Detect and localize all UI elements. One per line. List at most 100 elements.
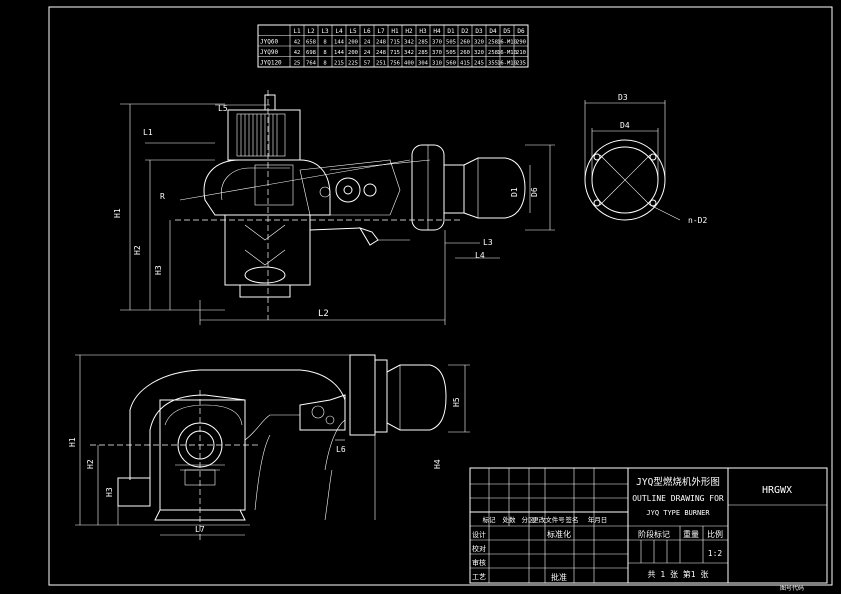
revision-headers: 标记处数分区更改文件号签名年月日 — [483, 515, 608, 524]
param-cell: 342 — [404, 50, 414, 56]
param-model: JYQ90 — [260, 49, 278, 56]
role-label: 设计 — [472, 530, 486, 539]
param-cell: 8 — [323, 40, 326, 46]
param-cell: 24 — [364, 40, 371, 46]
sheet-border — [48, 6, 833, 586]
rev-header: 处数 — [503, 515, 517, 524]
top-dimensions — [120, 103, 555, 325]
param-cell: 715 — [390, 40, 400, 46]
param-cell: 342 — [404, 40, 414, 46]
param-cell: 24 — [364, 50, 371, 56]
param-cell: 560 — [446, 61, 456, 67]
param-cell: 698 — [306, 50, 316, 56]
rev-header: 签名 — [566, 515, 579, 524]
param-cell: 355 — [488, 61, 498, 67]
param-cell: 764 — [306, 61, 317, 67]
dim-L3: L3 — [483, 238, 493, 247]
dim-R: R — [160, 192, 165, 201]
burner-front-view — [90, 354, 447, 540]
param-cell: 210 — [516, 50, 526, 56]
param-model: JYQ60 — [260, 39, 278, 46]
param-header: L6 — [363, 28, 371, 35]
param-cell: 235 — [516, 61, 526, 67]
rev-header: 年月日 — [588, 515, 608, 524]
param-cell: 42 — [294, 50, 301, 56]
param-cell: 16-M10 — [497, 61, 517, 67]
dim-L1: L1 — [143, 128, 153, 137]
dim-bottom-H4: H4 — [433, 459, 442, 469]
dim-L5: L5 — [218, 104, 228, 113]
dim-L4: L4 — [475, 251, 485, 260]
dim-bottom-H5: H5 — [452, 397, 461, 407]
param-header: D4 — [489, 28, 497, 35]
blast-tube — [463, 157, 526, 219]
company-code: HRGWX — [762, 485, 792, 496]
param-cell: 245 — [474, 61, 484, 67]
param-cell: 200 — [348, 40, 358, 46]
role-label: 审核 — [472, 558, 486, 567]
bottom-dim-labels: H1 H2 H3 H4 H5 L6 L7 — [68, 397, 461, 534]
scale-label: 比例 — [707, 529, 723, 539]
dim-D3: D3 — [618, 93, 628, 102]
param-cell: 260 — [460, 40, 470, 46]
param-header: H1 — [391, 28, 399, 35]
param-header: D3 — [475, 28, 483, 35]
front-housing — [159, 399, 246, 511]
param-cell: 144 — [334, 40, 345, 46]
param-header: L5 — [349, 28, 357, 35]
param-cell: 42 — [294, 40, 301, 46]
dim-H2: H2 — [133, 245, 142, 255]
param-cell: 320 — [474, 40, 484, 46]
dim-bottom-H3: H3 — [105, 487, 114, 497]
param-header: L1 — [293, 28, 301, 35]
param-cell: 248 — [376, 50, 386, 56]
valve-wheel — [335, 177, 361, 203]
sheet-count: 共 1 张 第1 张 — [648, 569, 709, 579]
param-cell: 370 — [432, 40, 442, 46]
param-cell: 16-M10 — [497, 40, 517, 46]
dim-bottom-L6: L6 — [336, 445, 346, 454]
param-cell: 57 — [364, 61, 371, 67]
param-cell: 251 — [376, 61, 386, 67]
param-header: H2 — [405, 28, 413, 35]
burner-side-view — [175, 90, 526, 320]
param-header: H4 — [433, 28, 441, 35]
param-cell: 505 — [446, 40, 456, 46]
rev-header: 分区 — [522, 515, 536, 524]
param-cell: 505 — [446, 50, 456, 56]
param-header: D6 — [517, 28, 525, 35]
dim-D4: D4 — [620, 121, 630, 130]
param-cell: 285 — [418, 40, 428, 46]
valve-block — [299, 394, 346, 431]
dim-H1: H1 — [113, 208, 122, 218]
param-header: L3 — [321, 28, 329, 35]
param-header: L2 — [307, 28, 315, 35]
role-label: 工艺 — [472, 573, 486, 581]
param-cell: 310 — [432, 61, 442, 67]
title-block: JYQ型燃烧机外形图 OUTLINE DRAWING FOR JYQ TYPE … — [469, 467, 828, 592]
bottom-dimensions — [75, 354, 470, 536]
param-cell: 415 — [460, 61, 470, 67]
rev-header: 更改文件号 — [532, 515, 565, 524]
param-header: L7 — [377, 28, 385, 35]
top-dim-labels: L1 L5 R H1 H2 H3 L2 L3 L4 D1 D6 — [113, 104, 539, 319]
param-cell: 25 — [294, 61, 301, 67]
param-model: JYQ120 — [260, 60, 282, 67]
front-flange — [349, 354, 376, 436]
title-en-line2: JYQ TYPE BURNER — [646, 509, 710, 517]
dim-n-D2: n-D2 — [688, 216, 707, 225]
param-cell: 258 — [488, 50, 498, 56]
param-header: L4 — [335, 28, 343, 35]
param-cell: 8 — [323, 50, 326, 56]
param-cell: 304 — [418, 61, 429, 67]
dim-D1: D1 — [510, 187, 519, 197]
linkage-body — [299, 159, 401, 216]
param-header: D5 — [503, 28, 511, 35]
param-cell: 756 — [390, 61, 400, 67]
dim-bottom-H1: H1 — [68, 437, 77, 447]
approve-label: 批准 — [551, 572, 567, 582]
param-header: D2 — [461, 28, 469, 35]
